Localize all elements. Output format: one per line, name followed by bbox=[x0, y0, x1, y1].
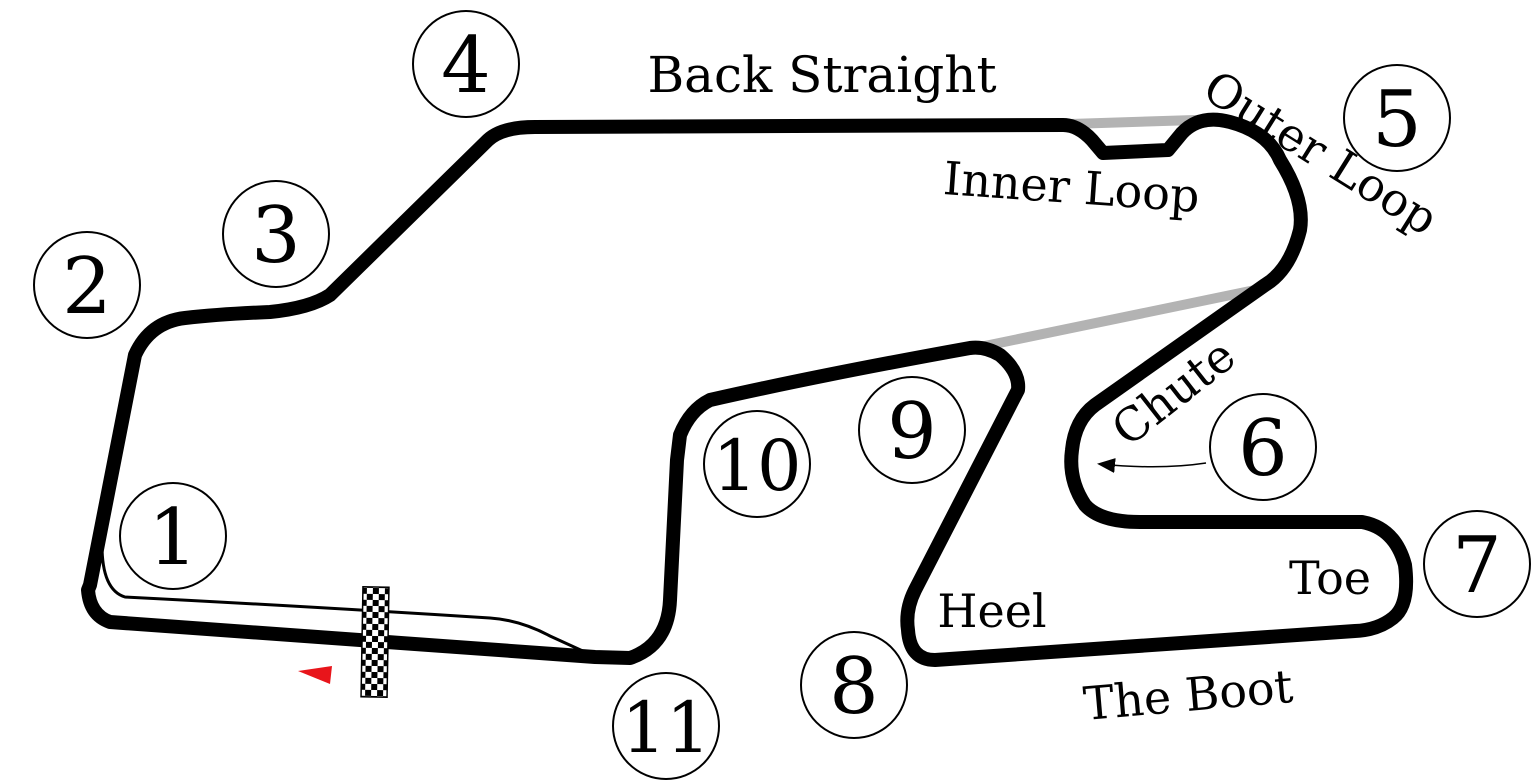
alternate-route-top bbox=[1065, 115, 1200, 129]
label-inner-loop: Inner Loop bbox=[942, 151, 1202, 223]
corner-1-number: 1 bbox=[148, 493, 198, 583]
corner-7-number: 7 bbox=[1452, 521, 1502, 611]
checkered-flag-icon bbox=[360, 586, 390, 698]
corner-7: 7 bbox=[1423, 510, 1531, 618]
corner-4: 4 bbox=[412, 10, 520, 118]
label-heel: Heel bbox=[937, 584, 1046, 638]
corner-3-number: 3 bbox=[251, 191, 301, 281]
corner-5-number: 5 bbox=[1372, 75, 1422, 165]
corner-2-number: 2 bbox=[62, 242, 112, 332]
race-track bbox=[81, 112, 1414, 667]
corner-8: 8 bbox=[800, 631, 908, 739]
label-back-straight: Back Straight bbox=[647, 46, 996, 104]
corner-3: 3 bbox=[222, 180, 330, 288]
corner-6-pointer bbox=[1097, 458, 1207, 473]
corner-1: 1 bbox=[119, 482, 227, 590]
corner-11: 11 bbox=[612, 672, 720, 780]
label-the-boot: The Boot bbox=[1081, 659, 1295, 731]
alternate-route-chute bbox=[970, 285, 1260, 353]
corner-10: 10 bbox=[703, 410, 811, 518]
corner-10-number: 10 bbox=[712, 425, 801, 507]
corner-11-number: 11 bbox=[621, 687, 710, 769]
label-toe: Toe bbox=[1289, 551, 1371, 605]
corner-6: 6 bbox=[1209, 393, 1317, 501]
corner-2: 2 bbox=[33, 231, 141, 339]
corner-9: 9 bbox=[858, 376, 966, 484]
corner-6-number: 6 bbox=[1238, 404, 1288, 494]
corner-5: 5 bbox=[1343, 64, 1451, 172]
direction-arrow-icon bbox=[298, 666, 332, 684]
corner-9-number: 9 bbox=[887, 387, 937, 477]
corner-4-number: 4 bbox=[441, 21, 491, 111]
pit-lane bbox=[100, 544, 586, 654]
corner-8-number: 8 bbox=[829, 642, 879, 732]
